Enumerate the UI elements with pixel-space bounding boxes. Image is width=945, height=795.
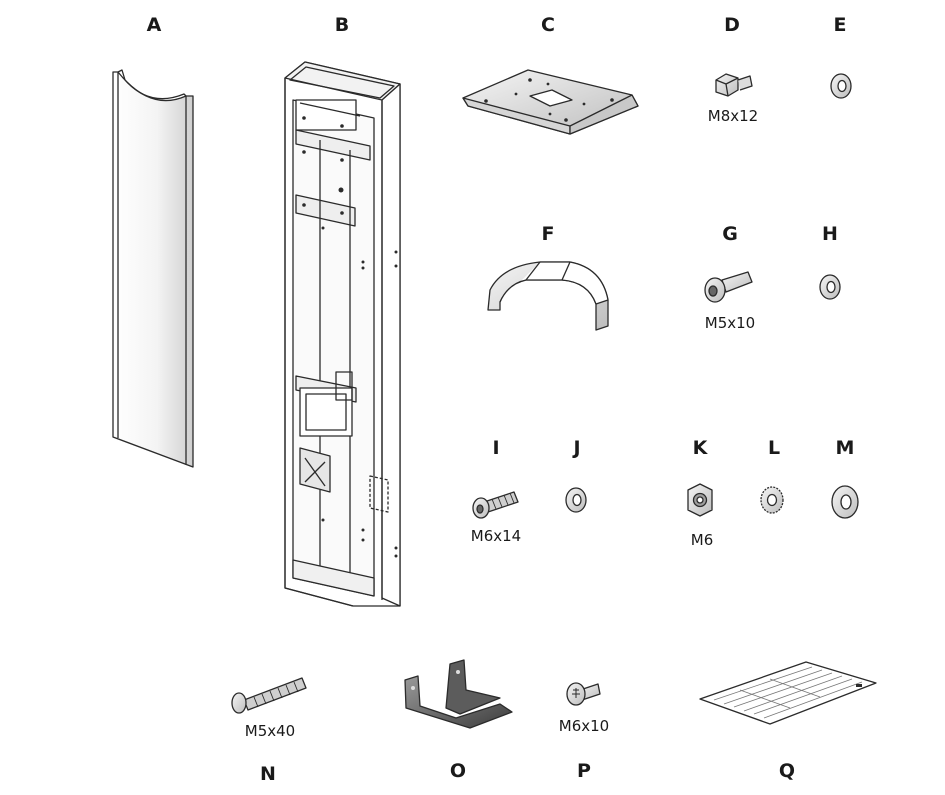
label-j: J bbox=[571, 437, 580, 459]
label-l: L bbox=[768, 437, 780, 459]
label-c: C bbox=[541, 14, 555, 36]
label-g: G bbox=[722, 223, 738, 245]
part-i-screw-icon bbox=[472, 491, 519, 519]
label-q: Q bbox=[779, 760, 795, 782]
label-n: N bbox=[260, 763, 276, 785]
label-m: M bbox=[836, 437, 855, 459]
part-m-washer-icon bbox=[831, 485, 859, 519]
label-i: I bbox=[492, 437, 499, 459]
label-f: F bbox=[542, 223, 555, 245]
part-l-serrated-washer-icon bbox=[760, 486, 784, 514]
part-b-column-frame bbox=[284, 61, 401, 607]
label-a: A bbox=[147, 14, 162, 36]
part-h-washer-icon bbox=[819, 274, 841, 300]
part-q-document-icon bbox=[699, 661, 877, 725]
size-n: M5x40 bbox=[245, 722, 295, 740]
label-h: H bbox=[822, 223, 838, 245]
size-g: M5x10 bbox=[705, 314, 755, 332]
part-g-screw-icon bbox=[704, 271, 753, 303]
part-e-washer-icon bbox=[830, 73, 852, 99]
part-n-long-screw-icon bbox=[231, 677, 307, 714]
part-a-cover-panel bbox=[112, 69, 194, 468]
part-k-hex-nut-icon bbox=[687, 483, 713, 517]
part-d-bolt-icon bbox=[715, 73, 753, 97]
size-i: M6x14 bbox=[471, 527, 521, 545]
part-p-screw-icon bbox=[566, 682, 601, 706]
label-k: K bbox=[693, 437, 709, 459]
label-d: D bbox=[724, 14, 740, 36]
label-o: O bbox=[450, 760, 466, 782]
label-e: E bbox=[834, 14, 847, 36]
part-j-washer-icon bbox=[565, 487, 587, 513]
part-c-base-plate bbox=[462, 69, 639, 135]
size-d: M8x12 bbox=[708, 107, 758, 125]
size-p: M6x10 bbox=[559, 717, 609, 735]
size-k: M6 bbox=[691, 531, 714, 549]
label-b: B bbox=[335, 14, 349, 36]
part-f-bracket bbox=[487, 261, 609, 331]
label-p: P bbox=[577, 760, 591, 782]
part-o-mounting-clip bbox=[404, 659, 513, 729]
